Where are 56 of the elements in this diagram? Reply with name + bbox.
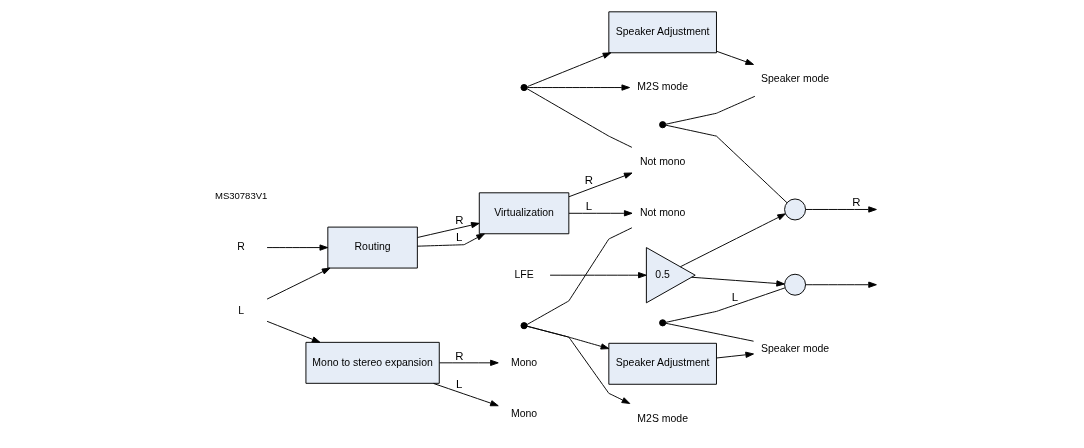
node-dot (658, 319, 666, 327)
arrow (715, 351, 754, 359)
edge-label: R (851, 196, 861, 209)
node-dot (520, 322, 528, 330)
node-dot (658, 121, 666, 129)
arrow (266, 267, 330, 300)
connector (664, 124, 787, 204)
edge-label: R (454, 214, 463, 227)
node-circle (783, 273, 806, 296)
arrow (715, 50, 754, 65)
node-box: Mono to stereo expansion (304, 341, 440, 384)
node-box: Virtualization (478, 192, 569, 235)
connector (526, 227, 632, 325)
connector (664, 287, 785, 323)
edge-label: L (455, 378, 462, 391)
label: MS30783V1 (214, 189, 267, 201)
node-box: Speaker Adjustment (607, 342, 717, 385)
arrow (526, 52, 611, 88)
arrow (804, 206, 877, 213)
edge-label: L (731, 291, 738, 304)
node-text: Speaker mode (760, 343, 829, 355)
arrow (438, 359, 499, 366)
node-text: R (236, 241, 245, 253)
arrow (804, 281, 877, 288)
arrow (416, 233, 485, 247)
node-box: Speaker Adjustment (607, 11, 717, 54)
node-dot (520, 84, 528, 92)
arrow (568, 210, 632, 217)
arrow (432, 383, 499, 407)
node-text: Not mono (639, 206, 685, 218)
arrow (266, 244, 328, 251)
node-text: M2S mode (636, 81, 688, 93)
node-text: LFE (513, 268, 534, 280)
arrow (266, 320, 320, 343)
edge-label: L (585, 200, 592, 213)
node-text: Not mono (639, 155, 685, 167)
connector (526, 88, 632, 148)
edge-label: L (455, 231, 462, 244)
edge-label: R (454, 349, 463, 362)
arrow (679, 213, 786, 268)
node-text: Speaker mode (760, 72, 829, 84)
arrow (526, 84, 630, 91)
arrow (526, 325, 630, 404)
connector (664, 322, 754, 342)
connector (664, 95, 755, 125)
arrow (416, 222, 480, 238)
node-text: Mono (510, 407, 537, 419)
arrow (549, 272, 647, 279)
edge-label: R (584, 174, 593, 187)
node-circle (783, 198, 806, 221)
node-text: Mono (510, 356, 537, 368)
node-text: M2S mode (636, 412, 688, 424)
arrow (568, 172, 632, 198)
node-text: L (237, 305, 244, 317)
node-box: Routing (326, 226, 418, 269)
arrow (690, 276, 785, 287)
